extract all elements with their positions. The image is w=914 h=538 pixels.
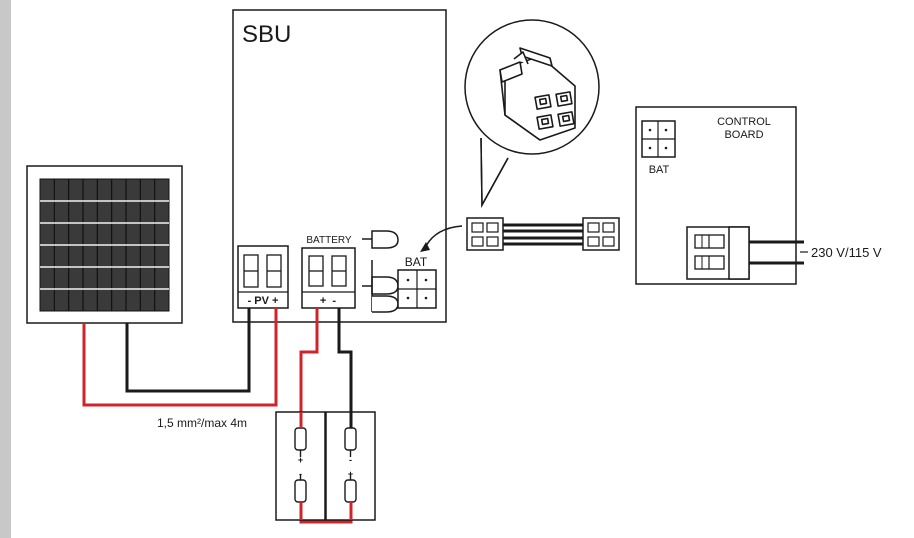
control-bat-label: BAT — [649, 164, 670, 176]
voltage-label: 230 V/115 V — [811, 245, 882, 260]
cell2-bottom-polarity: + — [348, 469, 353, 479]
pv-terminal: - PV + — [237, 245, 289, 309]
mains-terminal — [686, 226, 750, 280]
sbu-unit: SBU - PV + BATTERY + - — [232, 9, 447, 323]
cell1-top-polarity: + — [298, 455, 303, 465]
sbu-bat-label: BAT — [405, 255, 428, 269]
arrow-icon — [420, 225, 463, 252]
battery-terminal: BATTERY + - — [301, 235, 356, 309]
left-border-bar — [0, 0, 11, 538]
pv-label: - PV + — [248, 295, 279, 307]
cell2-top-polarity: - — [349, 455, 352, 465]
pv-wiring — [82, 308, 278, 407]
cell1-bottom-polarity: - — [299, 469, 302, 479]
control-board-label-2: BOARD — [724, 129, 763, 141]
battery-label: BATTERY — [306, 235, 352, 246]
control-bat-socket: BAT — [641, 120, 676, 176]
bat-cable — [466, 217, 620, 251]
control-board-label-1: CONTROL — [717, 116, 771, 128]
control-board: CONTROL BOARD BAT — [635, 106, 797, 285]
battery-terminal-polarity: + - — [320, 295, 337, 307]
sbu-bat-socket: BAT — [397, 255, 437, 309]
connector-plug-icon — [464, 19, 600, 208]
cable-clip-icon — [362, 230, 399, 313]
solar-panel-icon — [26, 165, 183, 324]
mains-wires — [749, 240, 804, 265]
cable-spec-label: 1,5 mm²/max 4m — [157, 416, 247, 430]
sbu-title: SBU — [242, 21, 291, 48]
